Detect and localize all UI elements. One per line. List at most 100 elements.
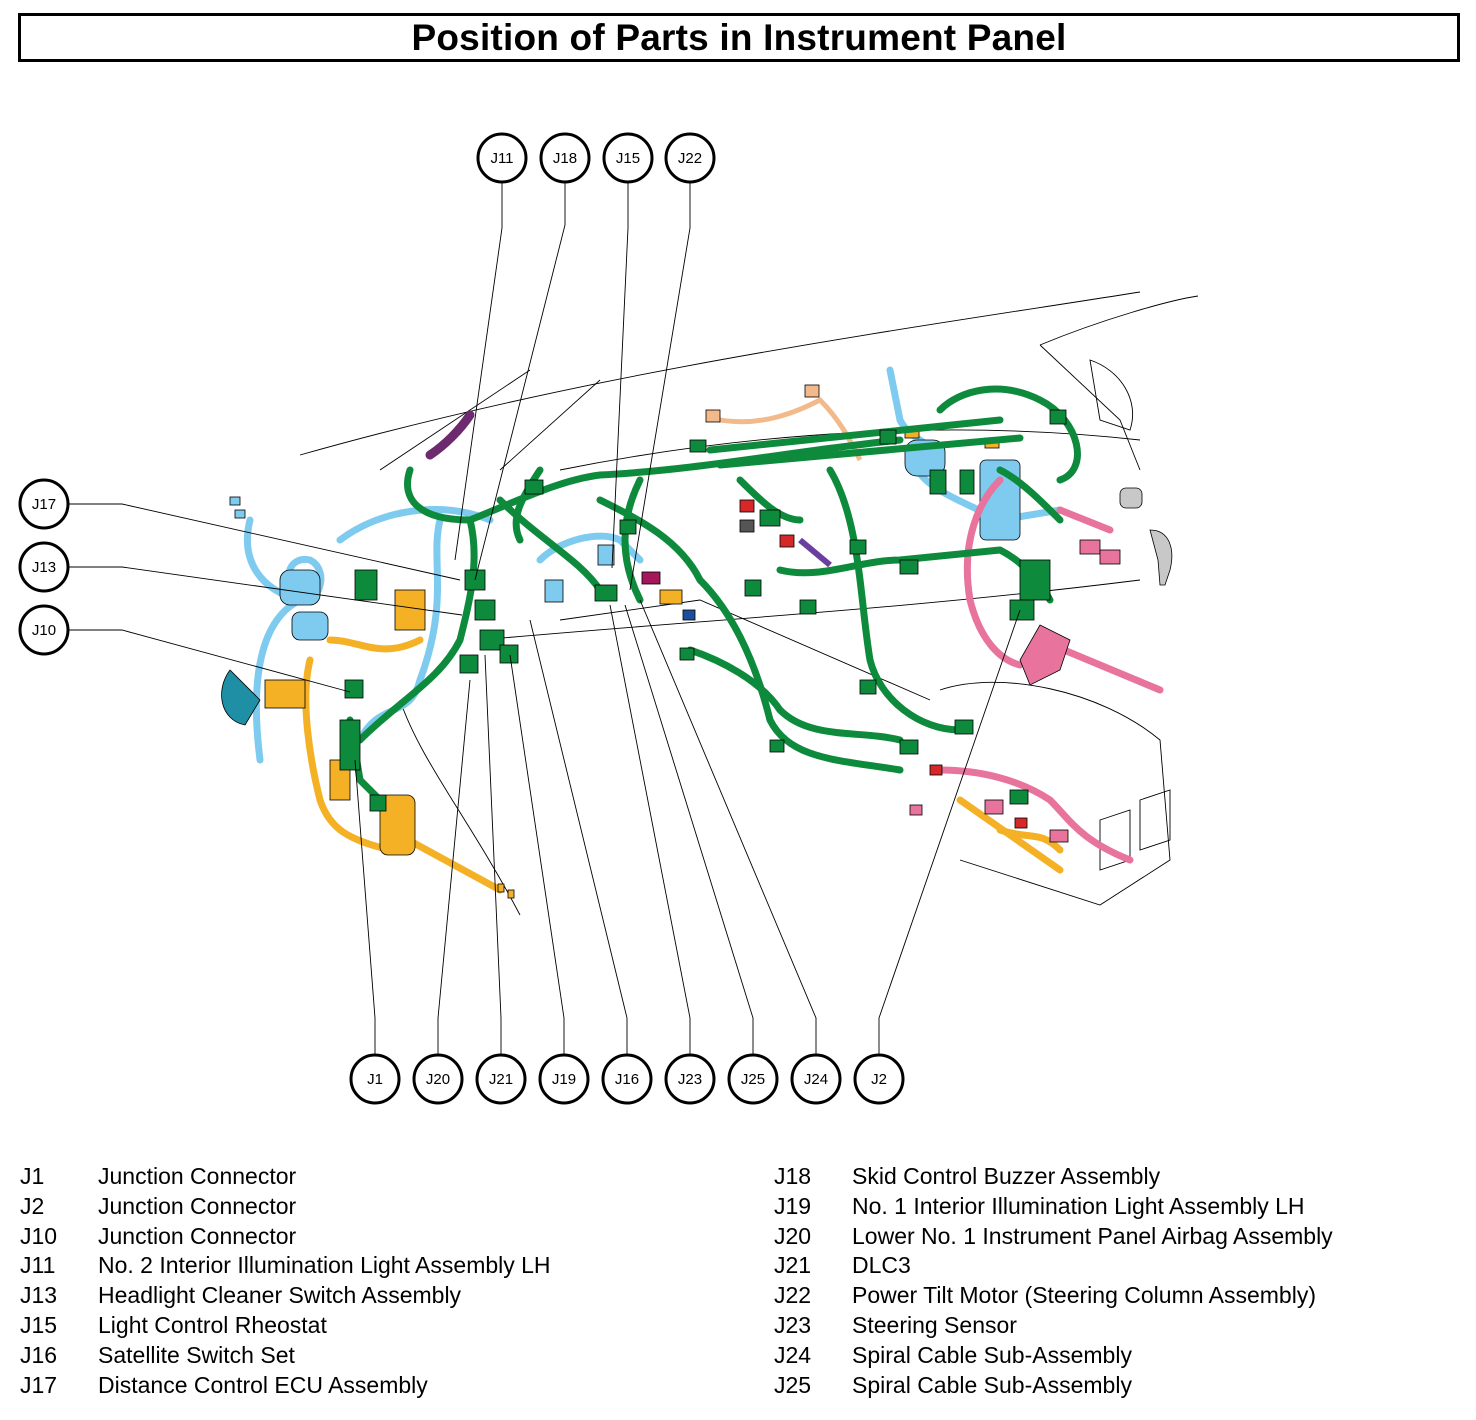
- legend-part-name: Spiral Cable Sub-Assembly: [852, 1341, 1132, 1368]
- callout-label: J17: [32, 496, 56, 513]
- tan-connector-2: [705, 409, 721, 423]
- grey-parts: [1119, 487, 1173, 586]
- legend-code: J23: [774, 1311, 812, 1338]
- legend-item: J19 No. 1 Interior Illumination Light Ass…: [774, 1192, 1333, 1222]
- red-connectors: [739, 499, 1028, 829]
- legend-part-name: Skid Control Buzzer Assembly: [852, 1163, 1161, 1189]
- callout-label: J21: [489, 1071, 513, 1088]
- legend-item: J25 Spiral Cable Sub-Assembly: [774, 1371, 1333, 1401]
- legend-part-name: Distance Control ECU Assembly: [98, 1371, 428, 1398]
- title-box: Position of Parts in Instrument Panel: [18, 13, 1460, 62]
- panel-outline: [299, 291, 1199, 916]
- callout-label: J25: [741, 1071, 765, 1088]
- legend-item: J23 Steering Sensor: [774, 1311, 1333, 1341]
- magenta-connector: [641, 571, 661, 585]
- legend-item: J11 No. 2 Interior Illumination Light Ass…: [20, 1251, 551, 1281]
- callout-j19: J19: [538, 1053, 590, 1105]
- purple-harness: [425, 410, 475, 460]
- legend-right: J18 Skid Control Buzzer Assembly J19 No. 1…: [774, 1162, 1333, 1400]
- legend-part-name: Headlight Cleaner Switch Assembly: [98, 1282, 462, 1309]
- legend-code: J16: [20, 1341, 58, 1368]
- callout-label: J15: [616, 150, 640, 167]
- legend-part-name: Lower No. 1 Instrument Panel Airbag Asse…: [852, 1222, 1333, 1249]
- callout-label: J1: [367, 1071, 383, 1088]
- callout-j21: J21: [475, 1053, 527, 1105]
- legend-item: J17 Distance Control ECU Assembly: [20, 1371, 551, 1401]
- callout-label: J23: [678, 1071, 702, 1088]
- legend-part-name: Satellite Switch Set: [98, 1341, 295, 1368]
- callout-j2: J2: [853, 1053, 905, 1105]
- legend-item: J20 Lower No. 1 Instrument Panel Airbag A…: [774, 1222, 1333, 1252]
- callout-j11: J11: [476, 132, 528, 184]
- legend-item: J13 Headlight Cleaner Switch Assembly: [20, 1281, 551, 1311]
- callout-j13: J13: [18, 541, 70, 593]
- legend-code: J10: [20, 1222, 58, 1249]
- legend-part-name: Power Tilt Motor (Steering Column Assemb…: [852, 1282, 1316, 1309]
- legend-code: J15: [20, 1311, 58, 1338]
- callout-label: J13: [32, 559, 56, 576]
- callout-label: J24: [804, 1071, 828, 1088]
- legend-code: J11: [20, 1252, 56, 1279]
- legend-part-name: Light Control Rheostat: [98, 1311, 327, 1338]
- callout-j10: J10: [18, 604, 70, 656]
- legend-part-name: No. 1 Interior Illumination Light Assemb…: [852, 1192, 1305, 1219]
- legend-code: J19: [774, 1192, 812, 1219]
- legend-part-name: Steering Sensor: [852, 1311, 1017, 1338]
- dark-grey-connector: [739, 519, 755, 533]
- navy-connector: [682, 609, 696, 621]
- legend-item: J16 Satellite Switch Set: [20, 1341, 551, 1371]
- callout-j23: J23: [664, 1053, 716, 1105]
- legend-item: J1 Junction Connector: [20, 1162, 551, 1192]
- legend-code: J24: [774, 1341, 812, 1368]
- callout-label: J10: [32, 622, 56, 639]
- callout-j18: J18: [539, 132, 591, 184]
- legend-code: J21: [774, 1252, 812, 1279]
- callout-label: J19: [552, 1071, 576, 1088]
- instrument-panel-diagram: J11 J18 J15 J22 J17 J13 J10 J1 J20 J21 J…: [18, 132, 1199, 1105]
- legend-item: J21 DLC3: [774, 1251, 1333, 1281]
- page-title: Position of Parts in Instrument Panel: [411, 16, 1067, 58]
- legend-item: J24 Spiral Cable Sub-Assembly: [774, 1341, 1333, 1371]
- legend-part-name: DLC3: [852, 1252, 911, 1279]
- blue-connectors: [229, 439, 1021, 641]
- legend-code: J25: [774, 1371, 812, 1398]
- green-connectors: [339, 409, 1067, 812]
- legend-item: J18 Skid Control Buzzer Assembly: [774, 1162, 1333, 1192]
- legend-code: J18: [774, 1163, 812, 1189]
- callout-label: J18: [553, 150, 577, 167]
- legend-code: J13: [20, 1282, 58, 1309]
- callout-j22: J22: [664, 132, 716, 184]
- callout-j16: J16: [601, 1053, 653, 1105]
- legend-item: J15 Light Control Rheostat: [20, 1311, 551, 1341]
- legend-part-name: Junction Connector: [98, 1163, 297, 1189]
- pink-connectors: [909, 539, 1121, 843]
- callout-label: J16: [615, 1071, 639, 1088]
- legend-part-name: Spiral Cable Sub-Assembly: [852, 1371, 1132, 1398]
- legend-part-name: No. 2 Interior Illumination Light Assemb…: [98, 1252, 551, 1279]
- violet-harness: [798, 537, 832, 568]
- callout-label: J20: [426, 1071, 450, 1088]
- legend-code: J2: [20, 1192, 45, 1219]
- legend-item: J2 Junction Connector: [20, 1192, 551, 1222]
- legend-code: J22: [774, 1282, 812, 1309]
- legend-code: J20: [774, 1222, 812, 1249]
- callout-j1: J1: [349, 1053, 401, 1105]
- callout-label: J11: [490, 150, 513, 167]
- callout-label: J2: [871, 1071, 887, 1088]
- green-main-harness: [346, 385, 1081, 804]
- leader-lines: [68, 182, 1021, 1055]
- callout-j17: J17: [18, 478, 70, 530]
- legend-part-name: Junction Connector: [98, 1192, 297, 1219]
- callout-label: J22: [678, 150, 702, 167]
- tan-harness: [709, 396, 863, 462]
- legend-code: J17: [20, 1371, 58, 1398]
- tan-connector: [804, 384, 820, 398]
- legend-item: J10 Junction Connector: [20, 1222, 551, 1252]
- callout-j25: J25: [727, 1053, 779, 1105]
- legend-part-name: Junction Connector: [98, 1222, 297, 1249]
- teal-connector: [221, 669, 261, 726]
- callout-j20: J20: [412, 1053, 464, 1105]
- legend-item: J22 Power Tilt Motor (Steering Column Ass…: [774, 1281, 1333, 1311]
- legend-code: J1: [20, 1163, 45, 1189]
- callout-j24: J24: [790, 1053, 842, 1105]
